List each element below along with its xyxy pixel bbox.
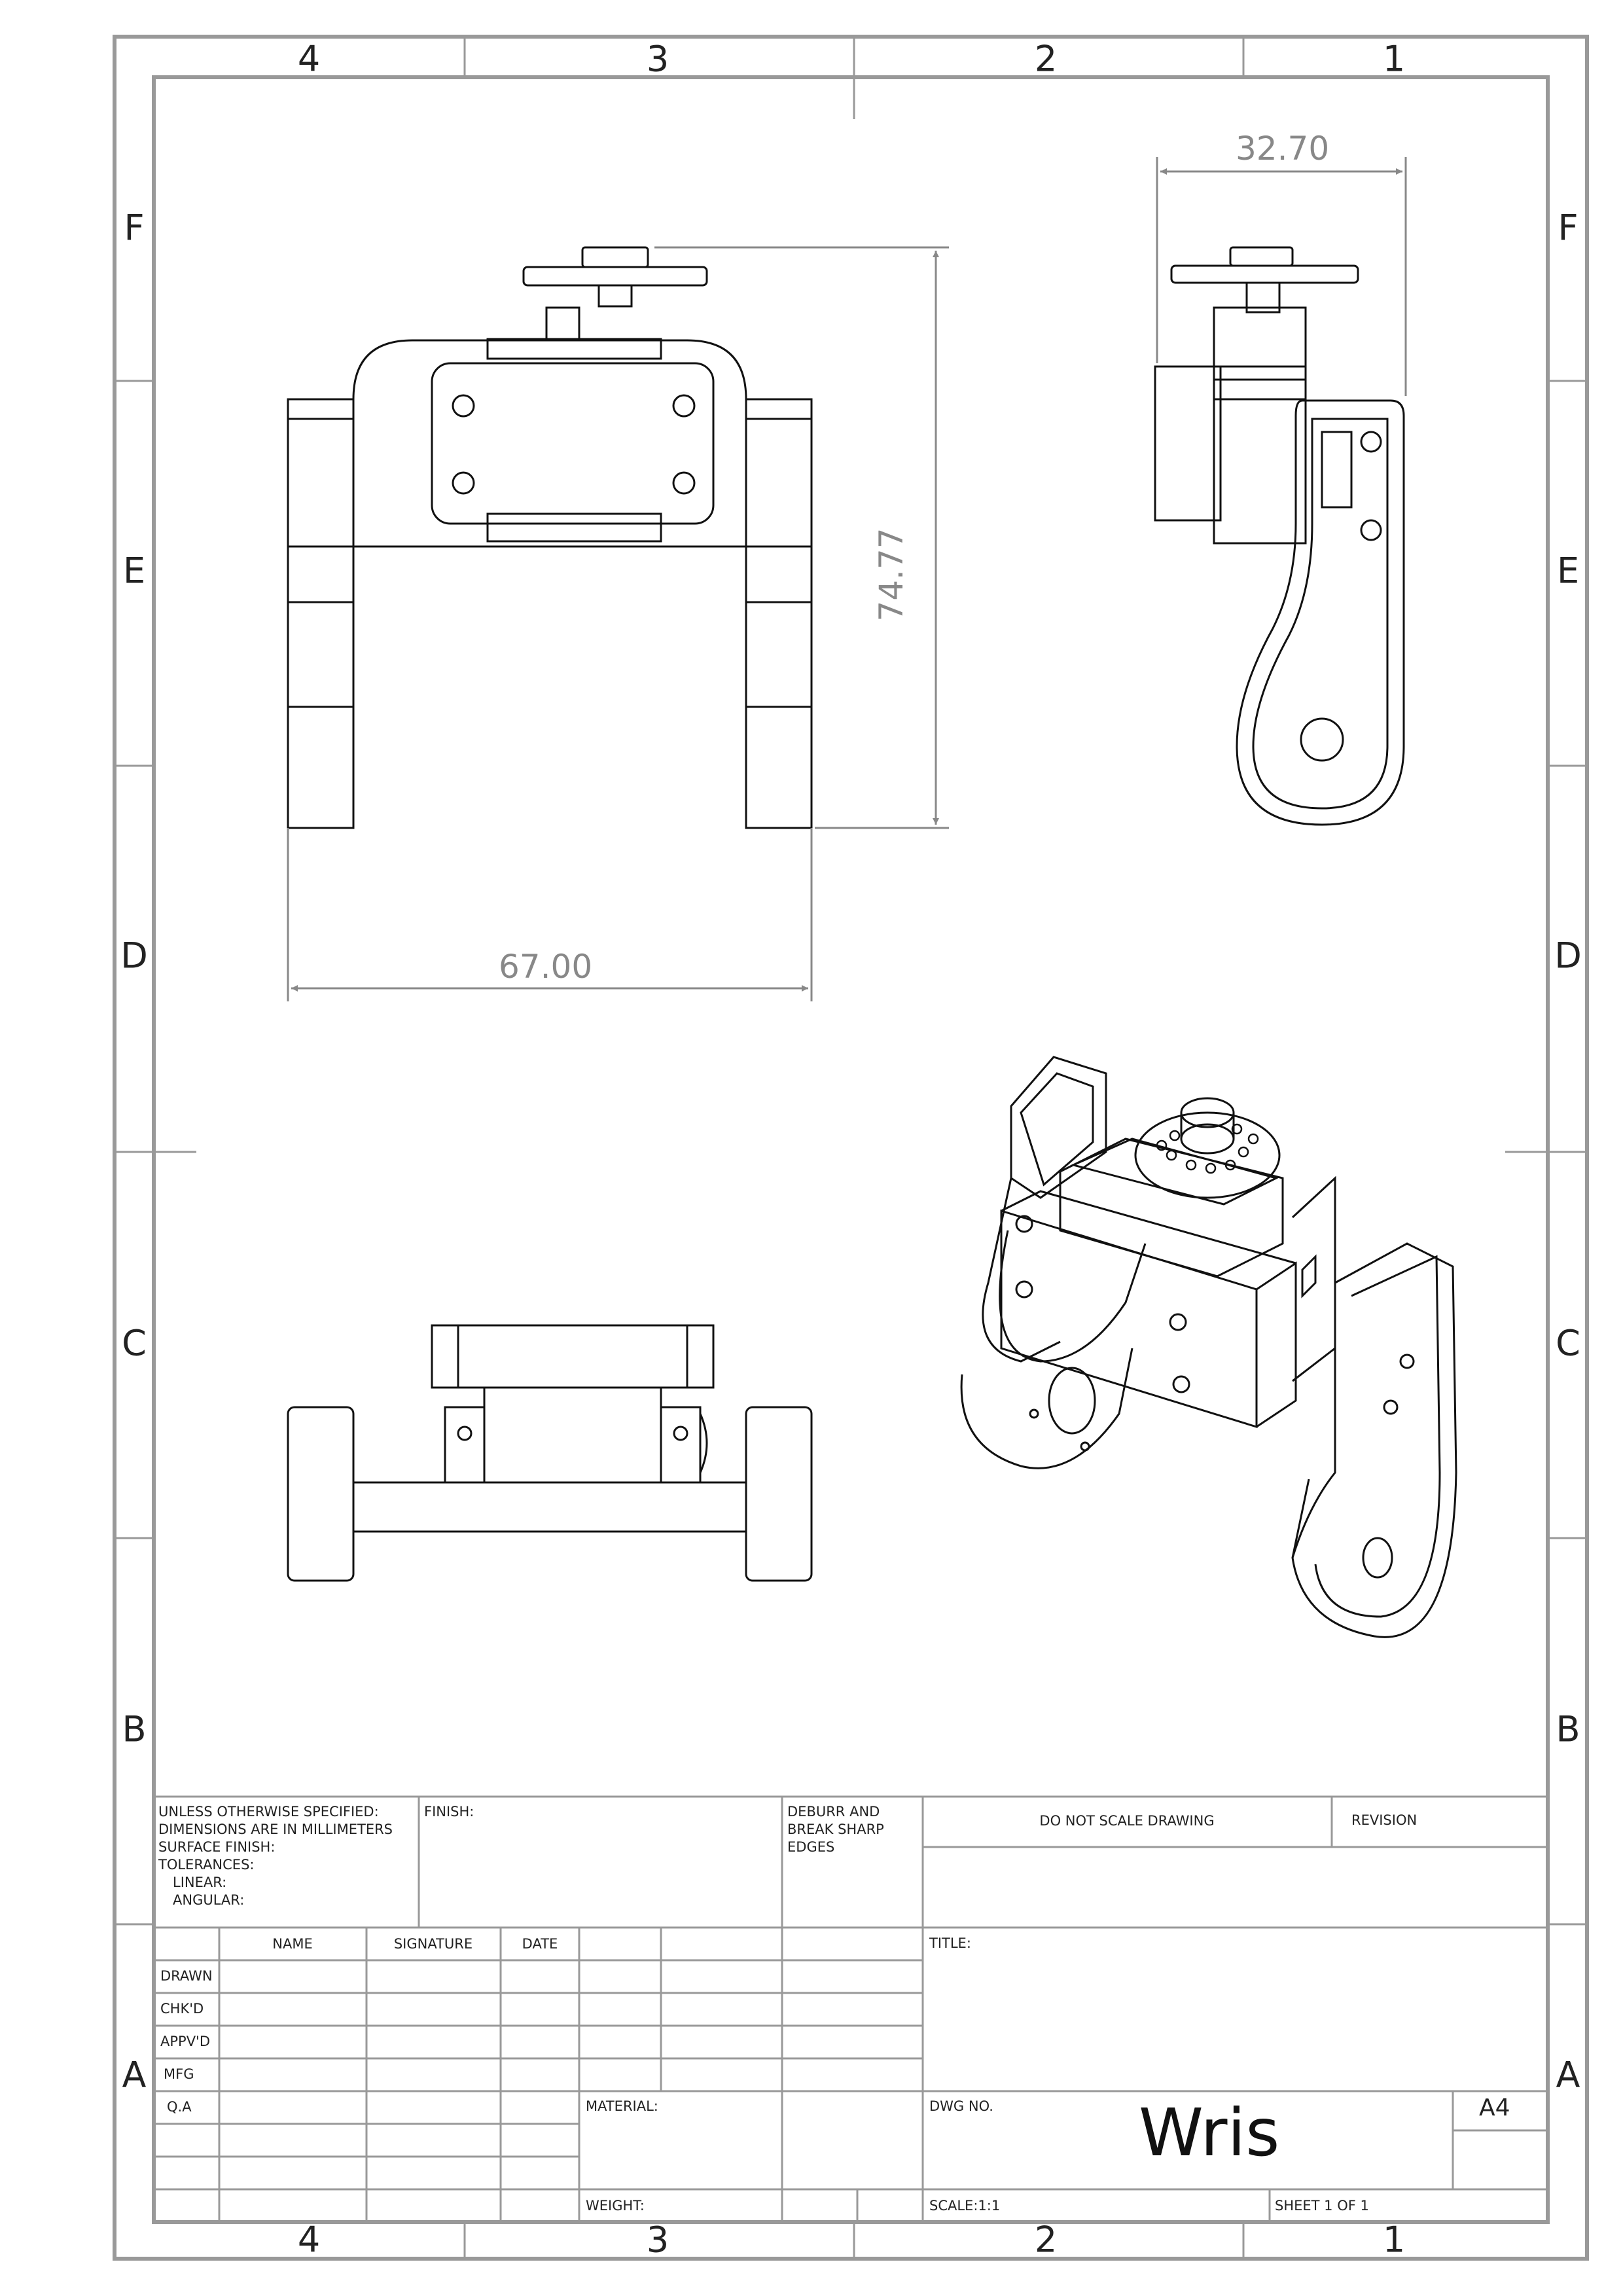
title-block-grid [154, 1795, 1548, 2222]
deburr-line: EDGES [787, 1839, 835, 1855]
row-label: F [124, 207, 145, 249]
note-line: LINEAR: [173, 1874, 227, 1890]
revision-label: REVISION [1351, 1812, 1418, 1828]
col-label: 2 [1034, 2219, 1058, 2261]
note-line: UNLESS OTHERWISE SPECIFIED: [158, 1804, 379, 1820]
col-label: 4 [297, 38, 321, 80]
note-line: TOLERANCES: [158, 1857, 255, 1873]
dwg-no-label: DWG NO. [929, 2098, 993, 2114]
row-label: A [122, 2054, 147, 2096]
zone-ticks [115, 37, 1587, 2259]
role-drawn: DRAWN [160, 1968, 213, 1984]
row-label: A [1556, 2054, 1580, 2096]
note-line: DIMENSIONS ARE IN MILLIMETERS [158, 1821, 393, 1837]
material-label: MATERIAL: [586, 2098, 658, 2114]
col-label: 1 [1382, 38, 1406, 80]
role-qa: Q.A [167, 2099, 192, 2115]
col-label: 3 [646, 38, 669, 80]
front-view [287, 246, 813, 829]
weight-label: WEIGHT: [586, 2198, 645, 2214]
header-date: DATE [522, 1936, 558, 1952]
col-label: 2 [1034, 38, 1058, 80]
row-label: B [122, 1708, 147, 1750]
row-label: C [122, 1322, 147, 1364]
col-label: 4 [297, 2219, 321, 2261]
dimension-width: 67.00 [499, 948, 593, 986]
dimension-side-width: 32.70 [1236, 130, 1330, 168]
row-label: C [1556, 1322, 1580, 1364]
top-view [287, 1324, 813, 1582]
side-view [1154, 246, 1405, 826]
general-notes: UNLESS OTHERWISE SPECIFIED: DIMENSIONS A… [158, 1803, 393, 1909]
row-label: F [1558, 207, 1578, 249]
scale-label: SCALE:1:1 [929, 2198, 1001, 2214]
row-label: B [1556, 1708, 1580, 1750]
dimension-height: 74.77 [872, 528, 910, 622]
finish-label: FINISH: [424, 1804, 474, 1820]
sheet-size: A4 [1479, 2094, 1510, 2121]
row-label: D [120, 935, 148, 977]
row-label: D [1554, 935, 1582, 977]
note-line: SURFACE FINISH: [158, 1839, 276, 1855]
role-mfg: MFG [164, 2066, 194, 2082]
deburr-line: BREAK SHARP [787, 1821, 884, 1837]
dimension-lines [287, 157, 1407, 1001]
sheet-border [113, 35, 1589, 2261]
sheet-number: SHEET 1 OF 1 [1275, 2198, 1369, 2214]
header-name: NAME [272, 1936, 313, 1952]
row-label: E [1556, 550, 1580, 592]
row-label: E [122, 550, 146, 592]
deburr-line: DEBURR AND [787, 1804, 880, 1820]
col-label: 3 [646, 2219, 669, 2261]
note-line: ANGULAR: [173, 1892, 245, 1908]
title-label: TITLE: [929, 1935, 971, 1951]
isometric-view [960, 1056, 1457, 1638]
role-approved: APPV'D [160, 2034, 211, 2049]
deburr-note: DEBURR AND BREAK SHARP EDGES [787, 1803, 884, 1856]
col-label: 1 [1382, 2219, 1406, 2261]
header-signature: SIGNATURE [393, 1936, 473, 1952]
role-checked: CHK'D [160, 2001, 204, 2017]
drawing-name: Wris [1139, 2094, 1280, 2171]
do-not-scale-note: DO NOT SCALE DRAWING [1039, 1813, 1215, 1829]
